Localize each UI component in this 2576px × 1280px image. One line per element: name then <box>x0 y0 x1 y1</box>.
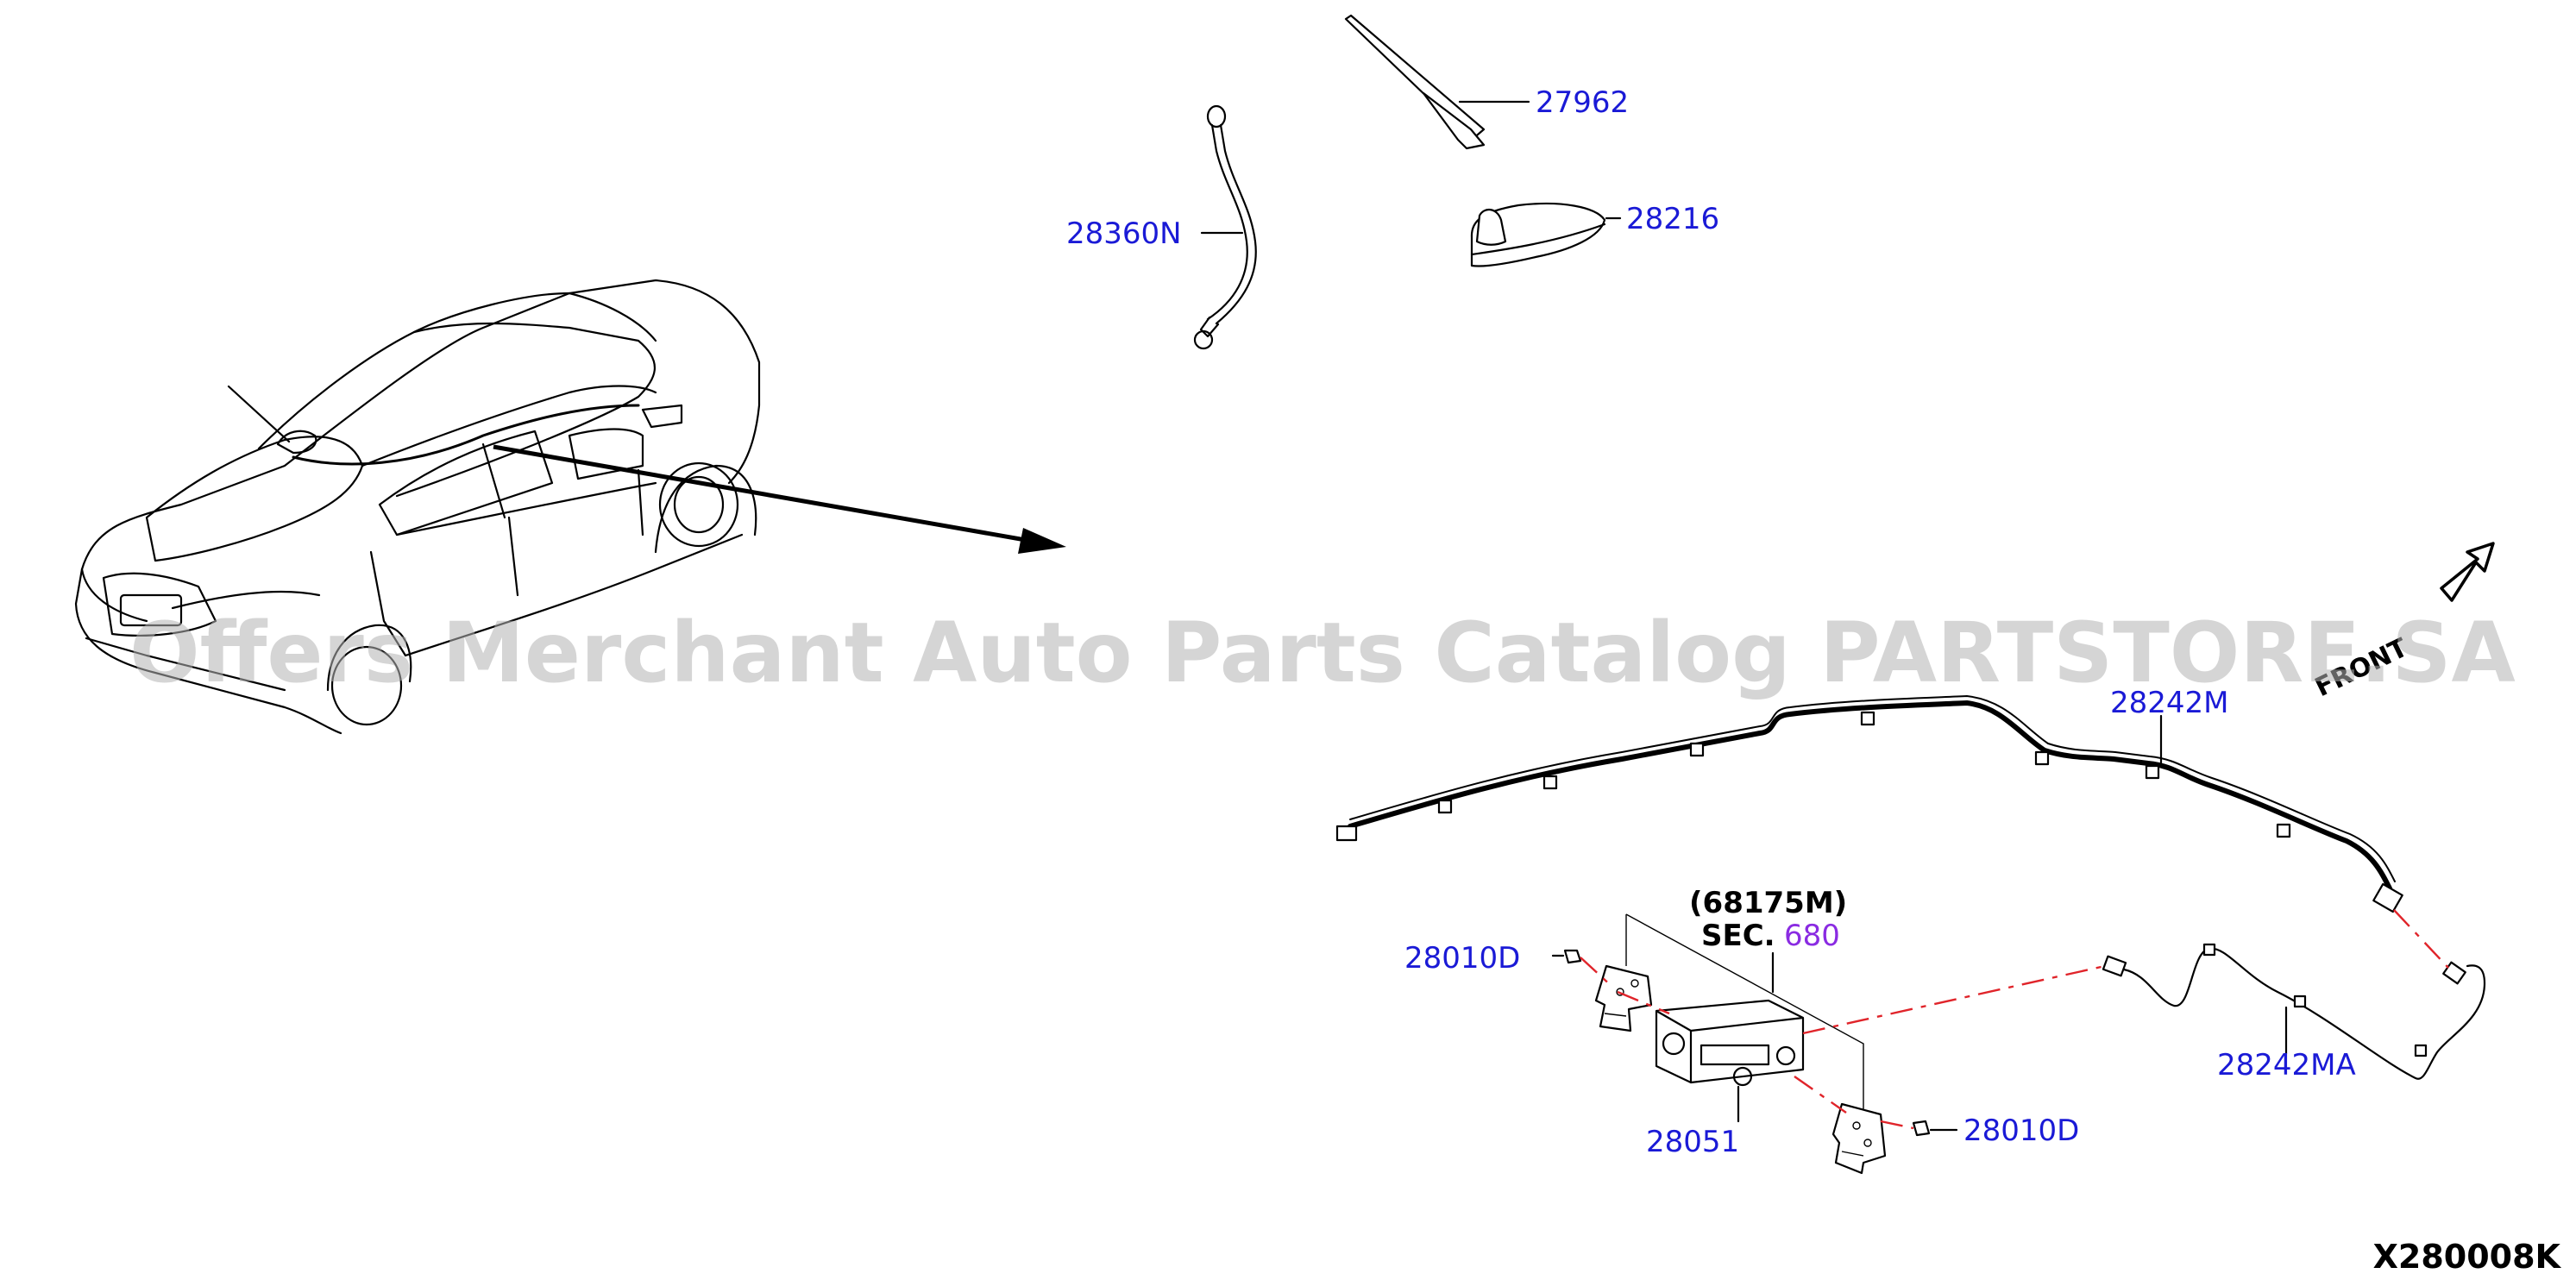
section-number-link[interactable]: 680 <box>1784 919 1840 953</box>
part-number-28360N[interactable]: 28360N <box>1066 216 1182 251</box>
bracket-right <box>1831 1102 1887 1175</box>
part-number-28242M[interactable]: 28242M <box>2110 686 2229 720</box>
rod-antenna[interactable] <box>1344 14 1530 150</box>
ground-strap[interactable] <box>1193 104 1257 350</box>
bolt-left[interactable] <box>1551 949 1582 964</box>
part-number-28051[interactable]: 28051 <box>1646 1125 1739 1159</box>
bolt-right[interactable] <box>1912 1120 1958 1137</box>
part-number-28216[interactable]: 28216 <box>1626 202 1719 236</box>
section-label: SEC. <box>1701 919 1775 953</box>
part-number-28242MA[interactable]: 28242MA <box>2217 1048 2356 1082</box>
diagram-code: X280008K <box>2373 1238 2562 1276</box>
part-number-27962[interactable]: 27962 <box>1536 85 1629 120</box>
car-illustration <box>74 279 761 735</box>
audio-unit[interactable] <box>1625 913 1864 1132</box>
roof-feeder-harness[interactable] <box>1335 695 2403 913</box>
part-number-28010D-left[interactable]: 28010D <box>1404 941 1520 976</box>
bracket-left <box>1594 964 1653 1032</box>
sub-feeder-harness[interactable] <box>2102 943 2486 1080</box>
section-part-ref: (68175M) <box>1689 886 1847 920</box>
part-number-28010D-right[interactable]: 28010D <box>1963 1114 2079 1148</box>
antenna-base[interactable] <box>1470 202 1622 267</box>
watermark: Offers Merchant Auto Parts Catalog PARTS… <box>129 605 2516 701</box>
section-reference[interactable]: (68175M) SEC. 680 <box>1689 886 1847 994</box>
pointer-arrow <box>493 444 1066 554</box>
connection-lines <box>1580 909 2449 1130</box>
